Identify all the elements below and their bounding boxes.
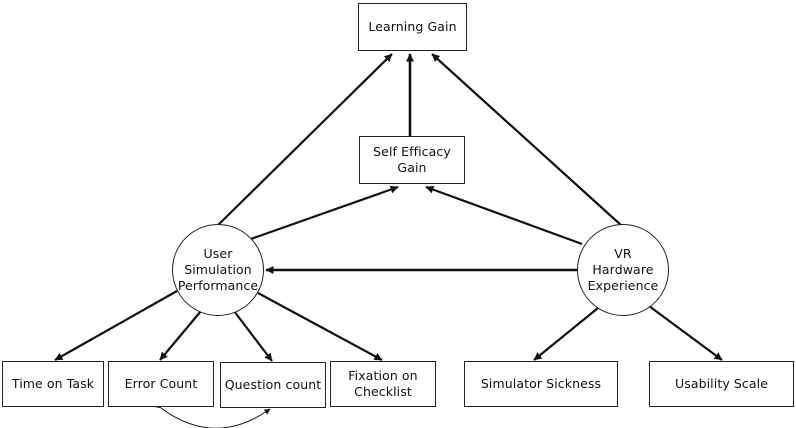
edge-user-to-fixation xyxy=(257,292,383,361)
edge-user-to-error xyxy=(159,310,202,361)
edge-error-question-covariance xyxy=(154,402,271,428)
node-self-efficacy-gain: Self Efficacy Gain xyxy=(359,136,465,184)
edge-user-to-learning xyxy=(214,53,393,229)
node-time-on-task: Time on Task xyxy=(2,361,104,407)
node-fixation-on-checklist-label: Fixation on Checklist xyxy=(348,367,418,399)
node-learning-gain-label: Learning Gain xyxy=(368,18,457,34)
node-usability-scale-label: Usability Scale xyxy=(674,375,769,391)
edge-user-to-self xyxy=(247,185,399,242)
edge-user-to-time xyxy=(54,290,178,361)
node-vr-hardware-experience-label: VR Hardware Experience xyxy=(587,245,659,294)
node-simulator-sickness: Simulator Sickness xyxy=(464,361,618,407)
node-usability-scale: Usability Scale xyxy=(649,361,794,407)
node-error-count: Error Count xyxy=(108,361,214,407)
node-user-simulation-performance: User Simulation Performance xyxy=(172,224,264,316)
node-question-count-label: Question count xyxy=(224,376,322,392)
node-error-count-label: Error Count xyxy=(124,375,198,391)
node-user-simulation-performance-label: User Simulation Performance xyxy=(177,245,259,294)
node-time-on-task-label: Time on Task xyxy=(11,375,95,391)
node-learning-gain: Learning Gain xyxy=(358,3,467,51)
node-self-efficacy-gain-label: Self Efficacy Gain xyxy=(373,143,451,175)
edge-user-to-question xyxy=(233,310,273,362)
node-fixation-on-checklist: Fixation on Checklist xyxy=(330,361,436,407)
node-simulator-sickness-label: Simulator Sickness xyxy=(480,375,602,391)
node-vr-hardware-experience: VR Hardware Experience xyxy=(577,224,669,316)
edge-vr-to-sickness xyxy=(533,307,599,361)
edge-vr-to-learning xyxy=(431,53,623,227)
edge-vr-to-self xyxy=(425,185,583,246)
node-question-count: Question count xyxy=(220,362,326,408)
edge-vr-to-usability xyxy=(648,305,723,361)
